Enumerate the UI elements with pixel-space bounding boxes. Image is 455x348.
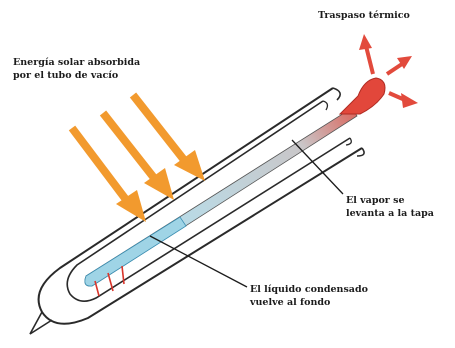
leader-line-liquid — [150, 236, 247, 287]
outer-tube-rim — [333, 88, 340, 100]
solar-arrows — [72, 95, 205, 222]
solar-arrow-1 — [72, 128, 146, 222]
inner-tube-rim — [323, 101, 327, 110]
label-solar-absorbed: Energía solar absorbida por el tubo de v… — [13, 56, 140, 82]
heat-arrow-up — [359, 34, 373, 74]
label-heat-transfer: Traspaso térmico — [318, 9, 410, 22]
label-liquid-returns: El líquido condensado vuelve al fondo — [250, 283, 368, 309]
label-vapor-rises: El vapor se levanta a la tapa — [346, 194, 434, 220]
glass-tube-tip — [30, 312, 52, 334]
heat-arrow-right — [387, 56, 412, 74]
heat-arrow-down-right — [389, 93, 418, 108]
condenser-bulb — [340, 78, 385, 114]
